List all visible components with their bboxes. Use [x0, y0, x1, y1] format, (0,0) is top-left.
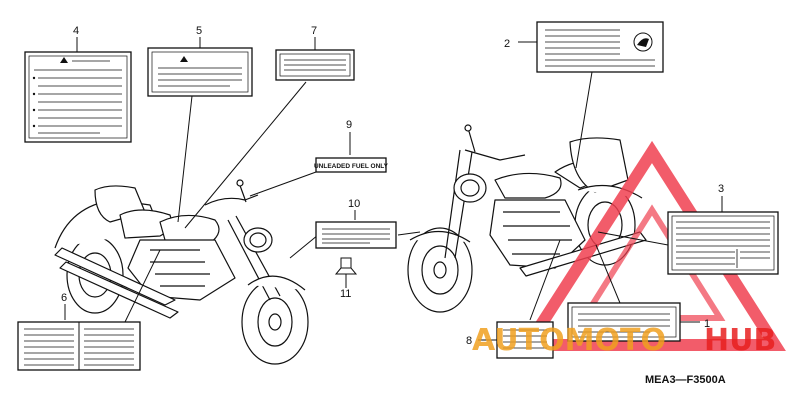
label-part-5 [147, 47, 253, 97]
watermark-text-hub: HUB [704, 323, 776, 358]
leader-lines [64, 37, 723, 341]
callout-8: 8 [466, 335, 472, 347]
callout-2: 2 [504, 38, 510, 50]
warning-triangle-icon [60, 57, 68, 63]
label-part-1 [567, 302, 681, 342]
callout-3: 3 [718, 183, 724, 195]
motorcycle-left-illustration [54, 179, 309, 365]
callout-1: 1 [704, 318, 710, 330]
diagram-code: MEA3—F3500A [645, 374, 726, 386]
callout-10: 10 [348, 198, 360, 210]
label-part-10 [315, 221, 397, 249]
label-part-4 [24, 51, 132, 143]
fuel-label-text: UNLEADED FUEL ONLY [314, 163, 389, 170]
label-part-8 [496, 321, 554, 359]
label-part-6 [17, 321, 141, 371]
warning-triangle-icon [180, 56, 188, 62]
callout-11: 11 [340, 288, 351, 300]
callout-5: 5 [196, 25, 202, 37]
callout-numbers: 1 2 3 4 5 6 7 8 9 10 11 [61, 25, 724, 347]
label-part-9-fuel: UNLEADED FUEL ONLY [314, 157, 389, 173]
part-11-valve [334, 257, 358, 278]
label-part-3 [667, 211, 779, 275]
label-part-7 [275, 49, 355, 81]
label-part-2 [536, 21, 664, 73]
watermark-text-automoto: AUTOMOTO [472, 323, 666, 358]
automotohub-watermark-text: AUTOMOTO HUB [472, 323, 776, 358]
callout-6: 6 [61, 292, 67, 304]
callout-7: 7 [311, 25, 317, 37]
callout-9: 9 [346, 119, 352, 131]
callout-4: 4 [73, 25, 79, 37]
